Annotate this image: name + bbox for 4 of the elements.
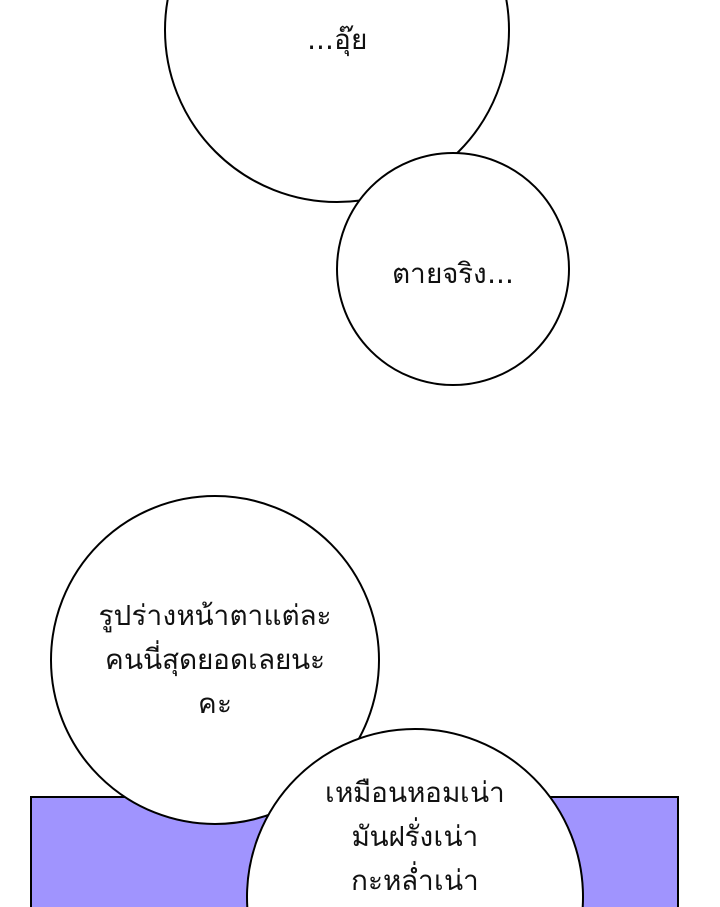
dialogue-text: ...อุ๊ย: [306, 22, 368, 58]
dialogue-text: เหมือนหอมเน่ามันฝรั่งเน่า กะหล่ำเน่า: [324, 775, 506, 899]
dialogue-text: รูปร่างหน้าตาแต่ละคนนี่สุดยอดเลยนะคะ: [98, 598, 332, 722]
dialogue-text: ตายจริง...: [391, 256, 515, 292]
